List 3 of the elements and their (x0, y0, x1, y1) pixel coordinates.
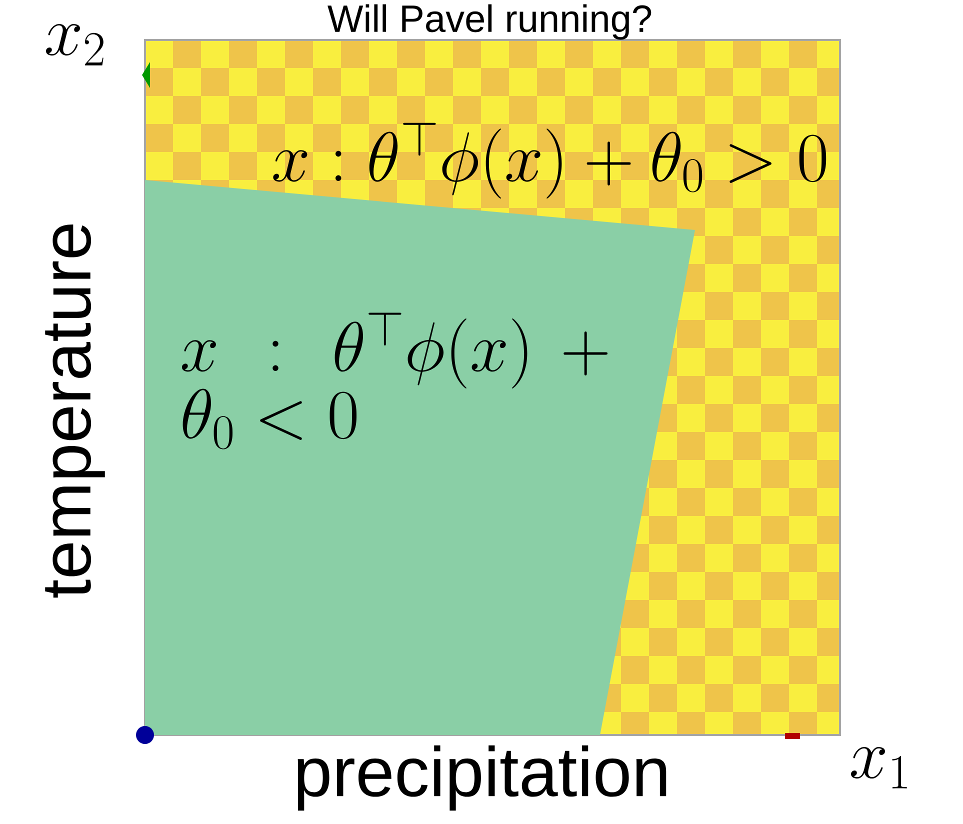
axis-label: $x_1$ (851, 746, 907, 788)
axis-label: $x_2$ (46, 24, 104, 66)
title: Will Pavel running? (328, 4, 652, 40)
